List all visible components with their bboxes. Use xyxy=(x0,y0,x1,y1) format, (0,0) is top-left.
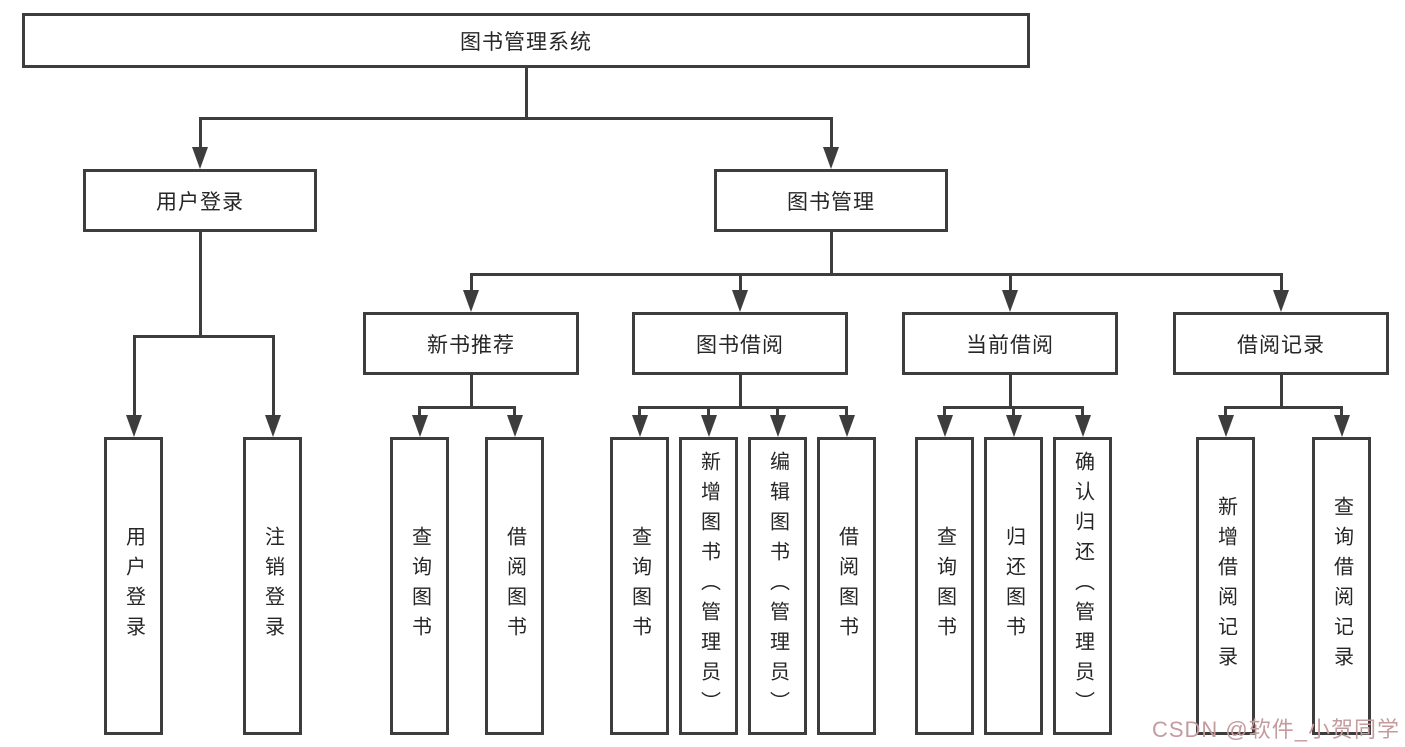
node-user-login: 用户登录 xyxy=(83,169,317,232)
connector-line xyxy=(776,406,779,416)
node-label: 借阅图书 xyxy=(503,526,526,646)
connector-line xyxy=(1081,406,1084,416)
leaf-query-books: 查询图书 xyxy=(390,437,449,735)
connector-line xyxy=(1224,406,1343,409)
leaf-query-borrow-record: 查询借阅记录 xyxy=(1312,437,1371,735)
node-label: 新书推荐 xyxy=(427,333,515,357)
connector-line xyxy=(198,117,202,148)
node-label: 查询借阅记录 xyxy=(1330,496,1353,676)
arrow-down-icon xyxy=(839,415,855,437)
node-label: 新增借阅记录 xyxy=(1214,496,1237,676)
leaf-add-books-admin: 新增图书（管理员） xyxy=(679,437,738,735)
node-label: 归还图书 xyxy=(1002,526,1025,646)
connector-line xyxy=(418,406,516,409)
node-label: 用户登录 xyxy=(122,526,145,646)
connector-line xyxy=(198,117,833,120)
node-current-borrowing: 当前借阅 xyxy=(902,312,1118,375)
arrow-down-icon xyxy=(463,290,479,312)
arrow-down-icon xyxy=(1002,290,1018,312)
node-book-borrowing: 图书借阅 xyxy=(632,312,848,375)
arrow-down-icon xyxy=(1273,290,1289,312)
node-label: 用户登录 xyxy=(156,190,244,214)
connector-line xyxy=(638,406,641,416)
connector-line xyxy=(1008,375,1012,406)
node-label: 查询图书 xyxy=(933,526,956,646)
arrow-down-icon xyxy=(265,415,281,437)
arrow-down-icon xyxy=(1334,415,1350,437)
leaf-query-books: 查询图书 xyxy=(915,437,974,735)
connector-line xyxy=(943,406,946,416)
node-label: 编辑图书（管理员） xyxy=(766,451,789,721)
connector-line xyxy=(524,68,528,117)
node-new-book-recommend: 新书推荐 xyxy=(363,312,579,375)
arrow-down-icon xyxy=(632,415,648,437)
connector-line xyxy=(1340,406,1343,416)
connector-line xyxy=(469,273,473,291)
connector-line xyxy=(738,273,742,291)
leaf-edit-books-admin: 编辑图书（管理员） xyxy=(748,437,807,735)
arrow-down-icon xyxy=(937,415,953,437)
connector-line xyxy=(132,335,136,416)
connector-line xyxy=(707,406,710,416)
leaf-borrow-books: 借阅图书 xyxy=(485,437,544,735)
arrow-down-icon xyxy=(732,290,748,312)
arrow-down-icon xyxy=(412,415,428,437)
arrow-down-icon xyxy=(192,147,208,169)
node-label: 查询图书 xyxy=(628,526,651,646)
connector-line xyxy=(198,232,202,335)
node-book-management: 图书管理 xyxy=(714,169,948,232)
node-borrowing-records: 借阅记录 xyxy=(1173,312,1389,375)
arrow-down-icon xyxy=(126,415,142,437)
arrow-down-icon xyxy=(1006,415,1022,437)
connector-line xyxy=(469,375,473,406)
node-label: 确认归还（管理员） xyxy=(1071,451,1094,721)
connector-line xyxy=(469,273,1283,276)
connector-line xyxy=(513,406,516,416)
node-label: 注销登录 xyxy=(261,526,284,646)
arrow-down-icon xyxy=(701,415,717,437)
leaf-add-borrow-record: 新增借阅记录 xyxy=(1196,437,1255,735)
connector-line xyxy=(418,406,421,416)
connector-line xyxy=(1279,375,1283,406)
leaf-return-books: 归还图书 xyxy=(984,437,1043,735)
leaf-logout: 注销登录 xyxy=(243,437,302,735)
arrow-down-icon xyxy=(1218,415,1234,437)
connector-line xyxy=(845,406,848,416)
node-root-system: 图书管理系统 xyxy=(22,13,1030,68)
node-label: 借阅图书 xyxy=(835,526,858,646)
arrow-down-icon xyxy=(1075,415,1091,437)
leaf-confirm-return-admin: 确认归还（管理员） xyxy=(1053,437,1112,735)
connector-line xyxy=(132,335,275,338)
connector-line xyxy=(1008,273,1012,291)
connector-line xyxy=(1012,406,1015,416)
leaf-borrow-books: 借阅图书 xyxy=(817,437,876,735)
connector-line xyxy=(1224,406,1227,416)
leaf-query-books: 查询图书 xyxy=(610,437,669,735)
arrow-down-icon xyxy=(823,147,839,169)
connector-line xyxy=(738,375,742,406)
node-label: 新增图书（管理员） xyxy=(697,451,720,721)
connector-line xyxy=(638,406,848,409)
arrow-down-icon xyxy=(507,415,523,437)
node-label: 图书管理系统 xyxy=(460,30,592,54)
connector-line xyxy=(829,117,833,148)
arrow-down-icon xyxy=(770,415,786,437)
connector-line xyxy=(1279,273,1283,291)
node-label: 借阅记录 xyxy=(1237,333,1325,357)
leaf-user-login: 用户登录 xyxy=(104,437,163,735)
connector-line xyxy=(829,232,833,273)
node-label: 查询图书 xyxy=(408,526,431,646)
connector-line xyxy=(271,335,275,416)
node-label: 图书管理 xyxy=(787,190,875,214)
csdn-watermark: CSDN @软件_小贺同学 xyxy=(1151,717,1400,742)
node-label: 当前借阅 xyxy=(966,333,1054,357)
node-label: 图书借阅 xyxy=(696,333,784,357)
